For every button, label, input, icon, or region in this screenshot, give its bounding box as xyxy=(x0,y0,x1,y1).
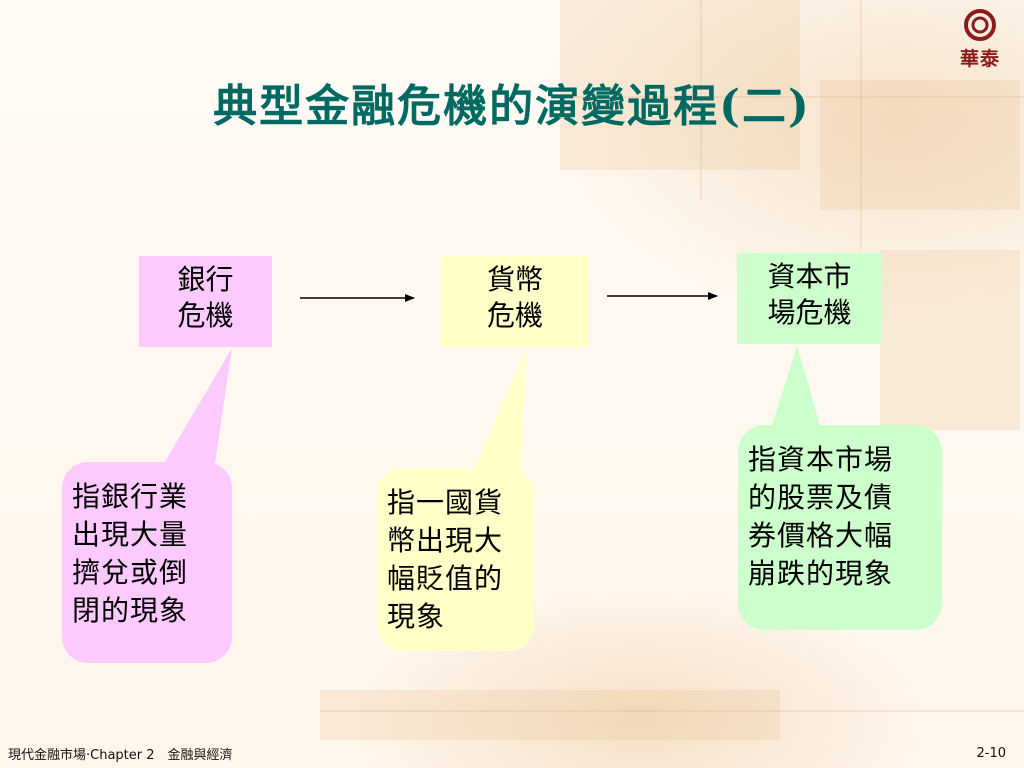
callout-line: 擠兌或倒 xyxy=(72,556,189,589)
callout-line: 指銀行業 xyxy=(72,480,189,513)
node-label-line: 危機 xyxy=(486,299,543,332)
callout-line: 崩跌的現象 xyxy=(748,557,894,590)
callout-line: 現象 xyxy=(387,600,446,633)
slide-number: 2-10 xyxy=(976,746,1006,761)
footer-course-info: 現代金融市場‧Chapter 2 金融與經濟 xyxy=(8,748,233,763)
callout-bank-crisis: 指銀行業 出現大量 擠兌或倒 閉的現象 xyxy=(62,462,232,663)
callout-line: 幅貶值的 xyxy=(387,562,504,595)
node-label-line: 危機 xyxy=(177,299,234,332)
node-capital-market-crisis: 資本市 場危機 xyxy=(737,253,882,344)
callout-line: 指一國貨 xyxy=(387,486,504,519)
callout-line: 幣出現大 xyxy=(387,524,504,557)
node-label-line: 場危機 xyxy=(767,296,852,329)
logo-ring-icon xyxy=(964,9,996,41)
logo-text: 華泰 xyxy=(959,48,1000,70)
node-label-line: 資本市 xyxy=(767,260,852,293)
publisher-logo: 華泰 xyxy=(948,8,1012,71)
callout-capital-market-crisis: 指資本市場 的股票及債 券價格大幅 崩跌的現象 xyxy=(738,425,942,630)
slide-title: 典型金融危機的演變過程(二) xyxy=(213,81,811,132)
callout-currency-crisis: 指一國貨 幣出現大 幅貶值的 現象 xyxy=(377,468,534,651)
callout-pointer-capital xyxy=(770,345,822,432)
callout-line: 閉的現象 xyxy=(72,594,189,627)
callout-pointer-bank xyxy=(160,348,232,470)
node-currency-crisis: 貨幣 危機 xyxy=(441,256,589,347)
callout-line: 出現大量 xyxy=(72,518,189,551)
callout-pointer-currency xyxy=(470,348,527,478)
node-label-line: 銀行 xyxy=(177,263,234,296)
callout-line: 券價格大幅 xyxy=(748,519,894,552)
callout-line: 指資本市場 xyxy=(748,443,894,476)
callout-line: 的股票及債 xyxy=(748,481,894,514)
node-bank-crisis: 銀行 危機 xyxy=(139,256,272,347)
node-label-line: 貨幣 xyxy=(486,263,543,296)
